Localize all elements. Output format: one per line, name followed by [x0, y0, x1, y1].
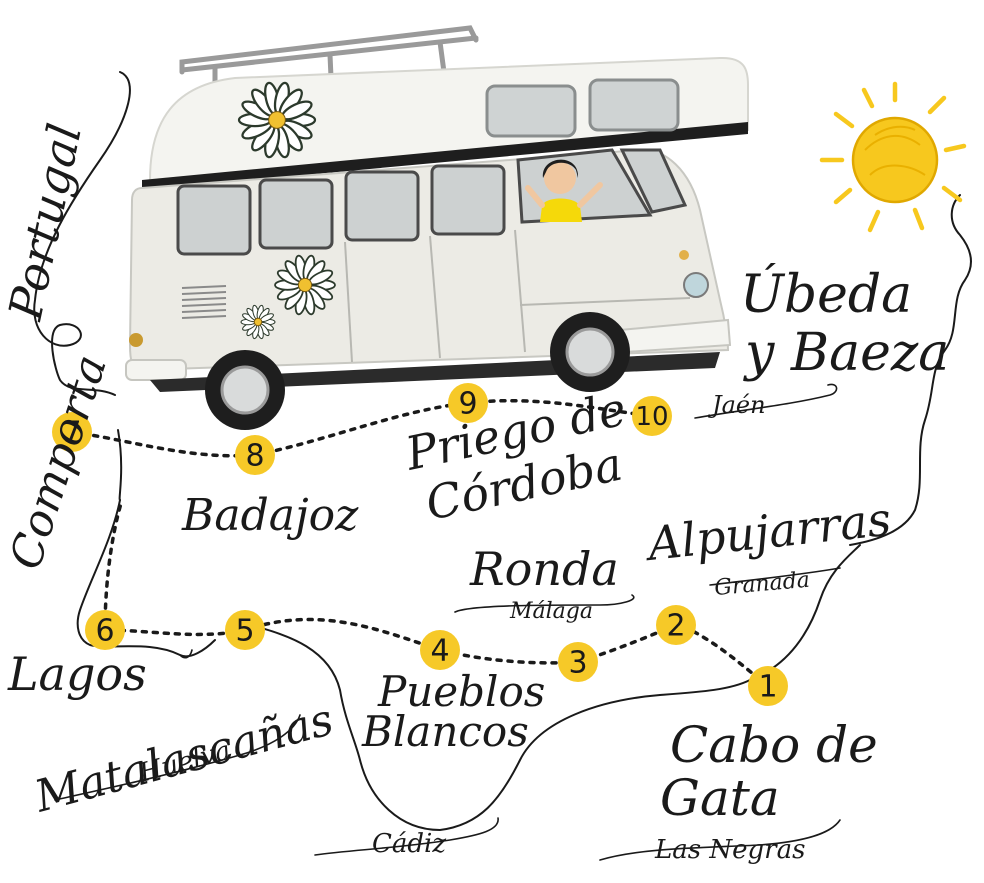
stop-marker-number: 5: [235, 614, 254, 649]
stop-marker-dot: [656, 605, 696, 645]
stop-marker-number: 8: [245, 439, 264, 474]
stop-marker-dot: [225, 610, 265, 650]
stop-marker-dot: [448, 383, 488, 423]
stop-marker-2: 2: [656, 605, 696, 645]
stop-marker-dot: [85, 610, 125, 650]
driver-illustration: [525, 159, 603, 222]
city-label-cadiz: Cádiz: [372, 829, 446, 859]
stop-marker-9: 9: [448, 383, 488, 423]
label-swashes: [54, 383, 841, 861]
stop-marker-1: 1: [748, 666, 788, 706]
stop-marker-number: 6: [95, 614, 114, 649]
stop-3-name: Ronda: [469, 542, 619, 596]
stop-marker-7: 7: [52, 412, 92, 452]
stop-marker-dot: [632, 396, 672, 436]
stop-marker-dot: [558, 642, 598, 682]
country-label-portugal: Portugal: [0, 119, 92, 325]
camper-van-illustration: [125, 25, 749, 430]
daisy-icon: [274, 254, 336, 316]
stop-1-sub: Las Negras: [654, 835, 805, 865]
stop-marker-number: 4: [430, 634, 449, 669]
stop-3-sub: Málaga: [509, 599, 593, 624]
stop-marker-dot: [420, 630, 460, 670]
stop-marker-6: 6: [85, 610, 125, 650]
daisy-icon: [237, 81, 317, 159]
stop-marker-3: 3: [558, 642, 598, 682]
stop-10-name-line2: y Baeza: [743, 323, 949, 383]
stop-marker-10: 10: [632, 396, 672, 436]
stop-marker-number: 9: [458, 387, 477, 422]
stop-10-name-line1: Úbeda: [740, 263, 912, 325]
stop-marker-number: 10: [635, 402, 668, 432]
wheel-front: [550, 312, 630, 392]
stop-marker-dot: [748, 666, 788, 706]
stop-marker-dot: [52, 412, 92, 452]
region-label-comporta: Comporta: [0, 349, 117, 575]
stop-marker-number: 2: [666, 609, 685, 644]
stop-marker-number: 1: [758, 670, 777, 705]
stop-6-name: Lagos: [7, 647, 147, 701]
stop-1-name-line1: Cabo de: [670, 716, 878, 774]
stop-marker-8: 8: [235, 435, 275, 475]
stop-8-name: Badajoz: [181, 490, 359, 541]
coastline: [33, 71, 972, 831]
sun-icon: [819, 81, 967, 233]
stop-marker-dot: [235, 435, 275, 475]
daisy-icon: [240, 304, 276, 340]
stop-marker-number: 7: [62, 416, 81, 451]
stop-2-sub: Granada: [713, 568, 811, 601]
stop-2-name: Alpujarras: [642, 492, 894, 572]
stop-4-name-line1: Pueblos: [377, 667, 545, 716]
stop-marker-5: 5: [225, 610, 265, 650]
wheel-rear: [205, 350, 285, 430]
stop-4-name-line2: Blancos: [361, 707, 529, 756]
stop-marker-4: 4: [420, 630, 460, 670]
stop-1-name-line2: Gata: [660, 769, 780, 827]
stop-10-sub: Jaén: [707, 391, 766, 419]
stop-marker-number: 3: [568, 646, 587, 681]
